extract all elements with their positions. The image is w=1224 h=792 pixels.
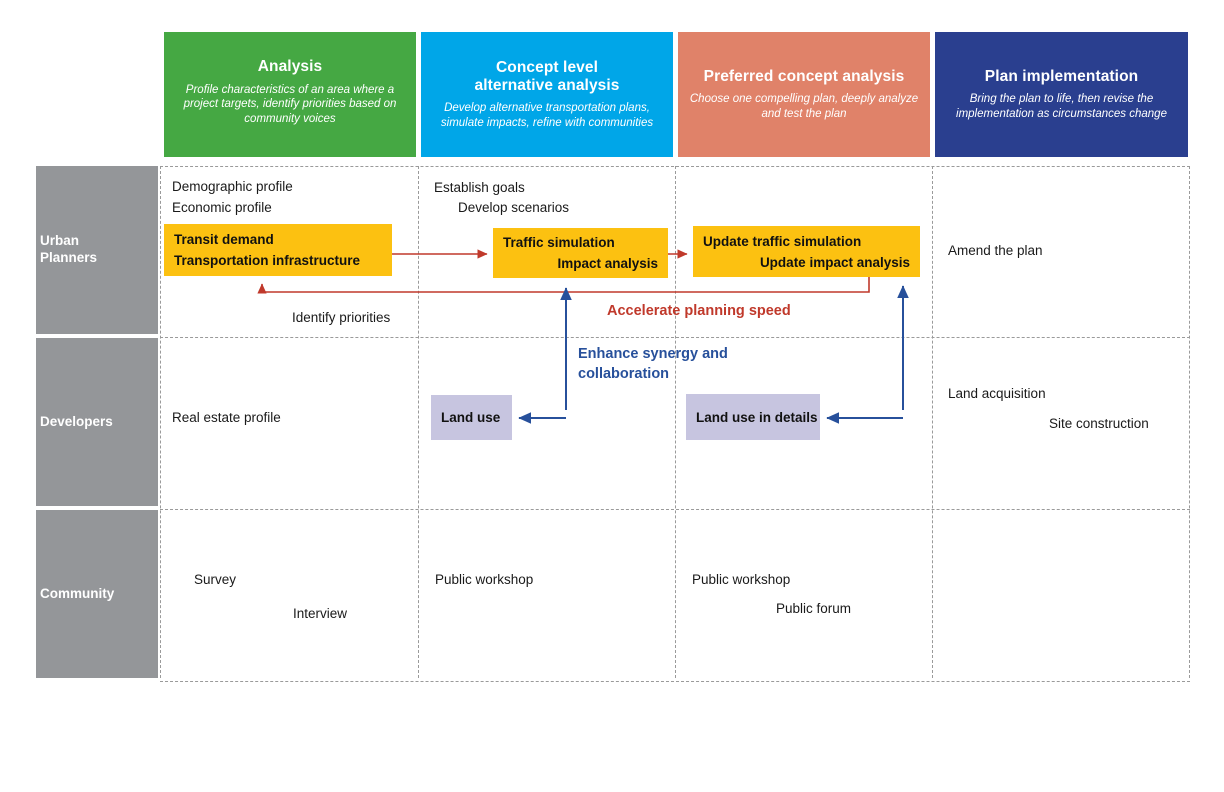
- text-site-construction: Site construction: [1049, 416, 1149, 431]
- text-economic-profile: Economic profile: [172, 200, 272, 215]
- text-survey: Survey: [194, 572, 237, 587]
- label-identify-priorities: Identify priorities: [292, 310, 391, 325]
- text-demographic-profile: Demographic profile: [172, 179, 293, 194]
- phase-title: Analysis: [257, 58, 323, 76]
- phase-title: Preferred concept analysis: [703, 67, 905, 85]
- lane-label-text: Community: [40, 585, 115, 601]
- lane-label-text: Urban Planners: [40, 233, 98, 265]
- process-box-line2: Update impact analysis: [759, 254, 910, 270]
- process-box-line1: Update traffic simulation: [703, 233, 862, 249]
- phase-subtitle: Profile characteristics of an area where…: [183, 83, 397, 125]
- process-box-line1: Traffic simulation: [503, 235, 615, 250]
- process-box-update-traffic-simulation[interactable]: Update traffic simulation Update impact …: [693, 226, 920, 277]
- grid-line-vertical-right: [1189, 166, 1190, 678]
- phase-title: Plan implementation: [984, 67, 1139, 85]
- phase-header-preferred-concept-analysis: Preferred concept analysis Choose one co…: [678, 32, 930, 157]
- phase-subtitle: Choose one compelling plan, deeply analy…: [689, 92, 919, 120]
- text-develop-scenarios: Develop scenarios: [458, 200, 570, 215]
- lane-label-urban-planners: Urban Planners: [36, 166, 158, 334]
- text-public-workshop-preferred: Public workshop: [692, 572, 791, 587]
- phase-header-analysis: Analysis Profile characteristics of an a…: [164, 32, 416, 157]
- text-amend-the-plan: Amend the plan: [948, 243, 1043, 258]
- process-box-traffic-simulation[interactable]: Traffic simulation Impact analysis: [493, 228, 668, 278]
- text-public-workshop-concept: Public workshop: [435, 572, 534, 587]
- phase-subtitle: Develop alternative transportation plans…: [440, 102, 654, 129]
- land-use-in-details-box[interactable]: Land use in details: [686, 394, 820, 440]
- phase-header-plan-implementation: Plan implementation Bring the plan to li…: [935, 32, 1188, 157]
- grid-line-horizontal-bottom: [160, 681, 1190, 682]
- text-establish-goals: Establish goals: [434, 180, 525, 195]
- land-use-box[interactable]: Land use: [431, 395, 512, 440]
- phase-title: Concept level alternative analysis: [474, 58, 620, 94]
- lane-label-community: Community: [36, 510, 158, 678]
- callout-accelerate-planning-speed: Accelerate planning speed: [607, 303, 791, 319]
- text-interview: Interview: [293, 606, 348, 621]
- phase-subtitle: Bring the plan to life, then revise the …: [956, 92, 1167, 120]
- grid-line-vertical-col2: [675, 166, 676, 678]
- process-box-line1: Transit demand: [174, 232, 274, 247]
- text-public-forum: Public forum: [776, 601, 852, 616]
- process-box-line2: Transportation infrastructure: [174, 253, 361, 268]
- grid-line-vertical-left: [160, 166, 161, 678]
- lane-label-developers: Developers: [36, 338, 158, 506]
- arrow-feedback-identify-priorities: [257, 277, 870, 294]
- callout-enhance-synergy-and-collaboration: Enhance synergy and collaboration: [578, 346, 728, 382]
- phase-header-concept-level-alternative-analysis: Concept level alternative analysis Devel…: [421, 32, 673, 157]
- process-box-transit-demand[interactable]: Transit demand Transportation infrastruc…: [164, 224, 392, 276]
- text-real-estate-profile: Real estate profile: [172, 410, 281, 425]
- grid-line-vertical-col1: [418, 166, 419, 678]
- text-land-acquisition: Land acquisition: [948, 386, 1046, 401]
- lane-label-text: Developers: [40, 413, 113, 429]
- grid-line-vertical-col3: [932, 166, 933, 678]
- process-box-line2: Impact analysis: [557, 256, 658, 271]
